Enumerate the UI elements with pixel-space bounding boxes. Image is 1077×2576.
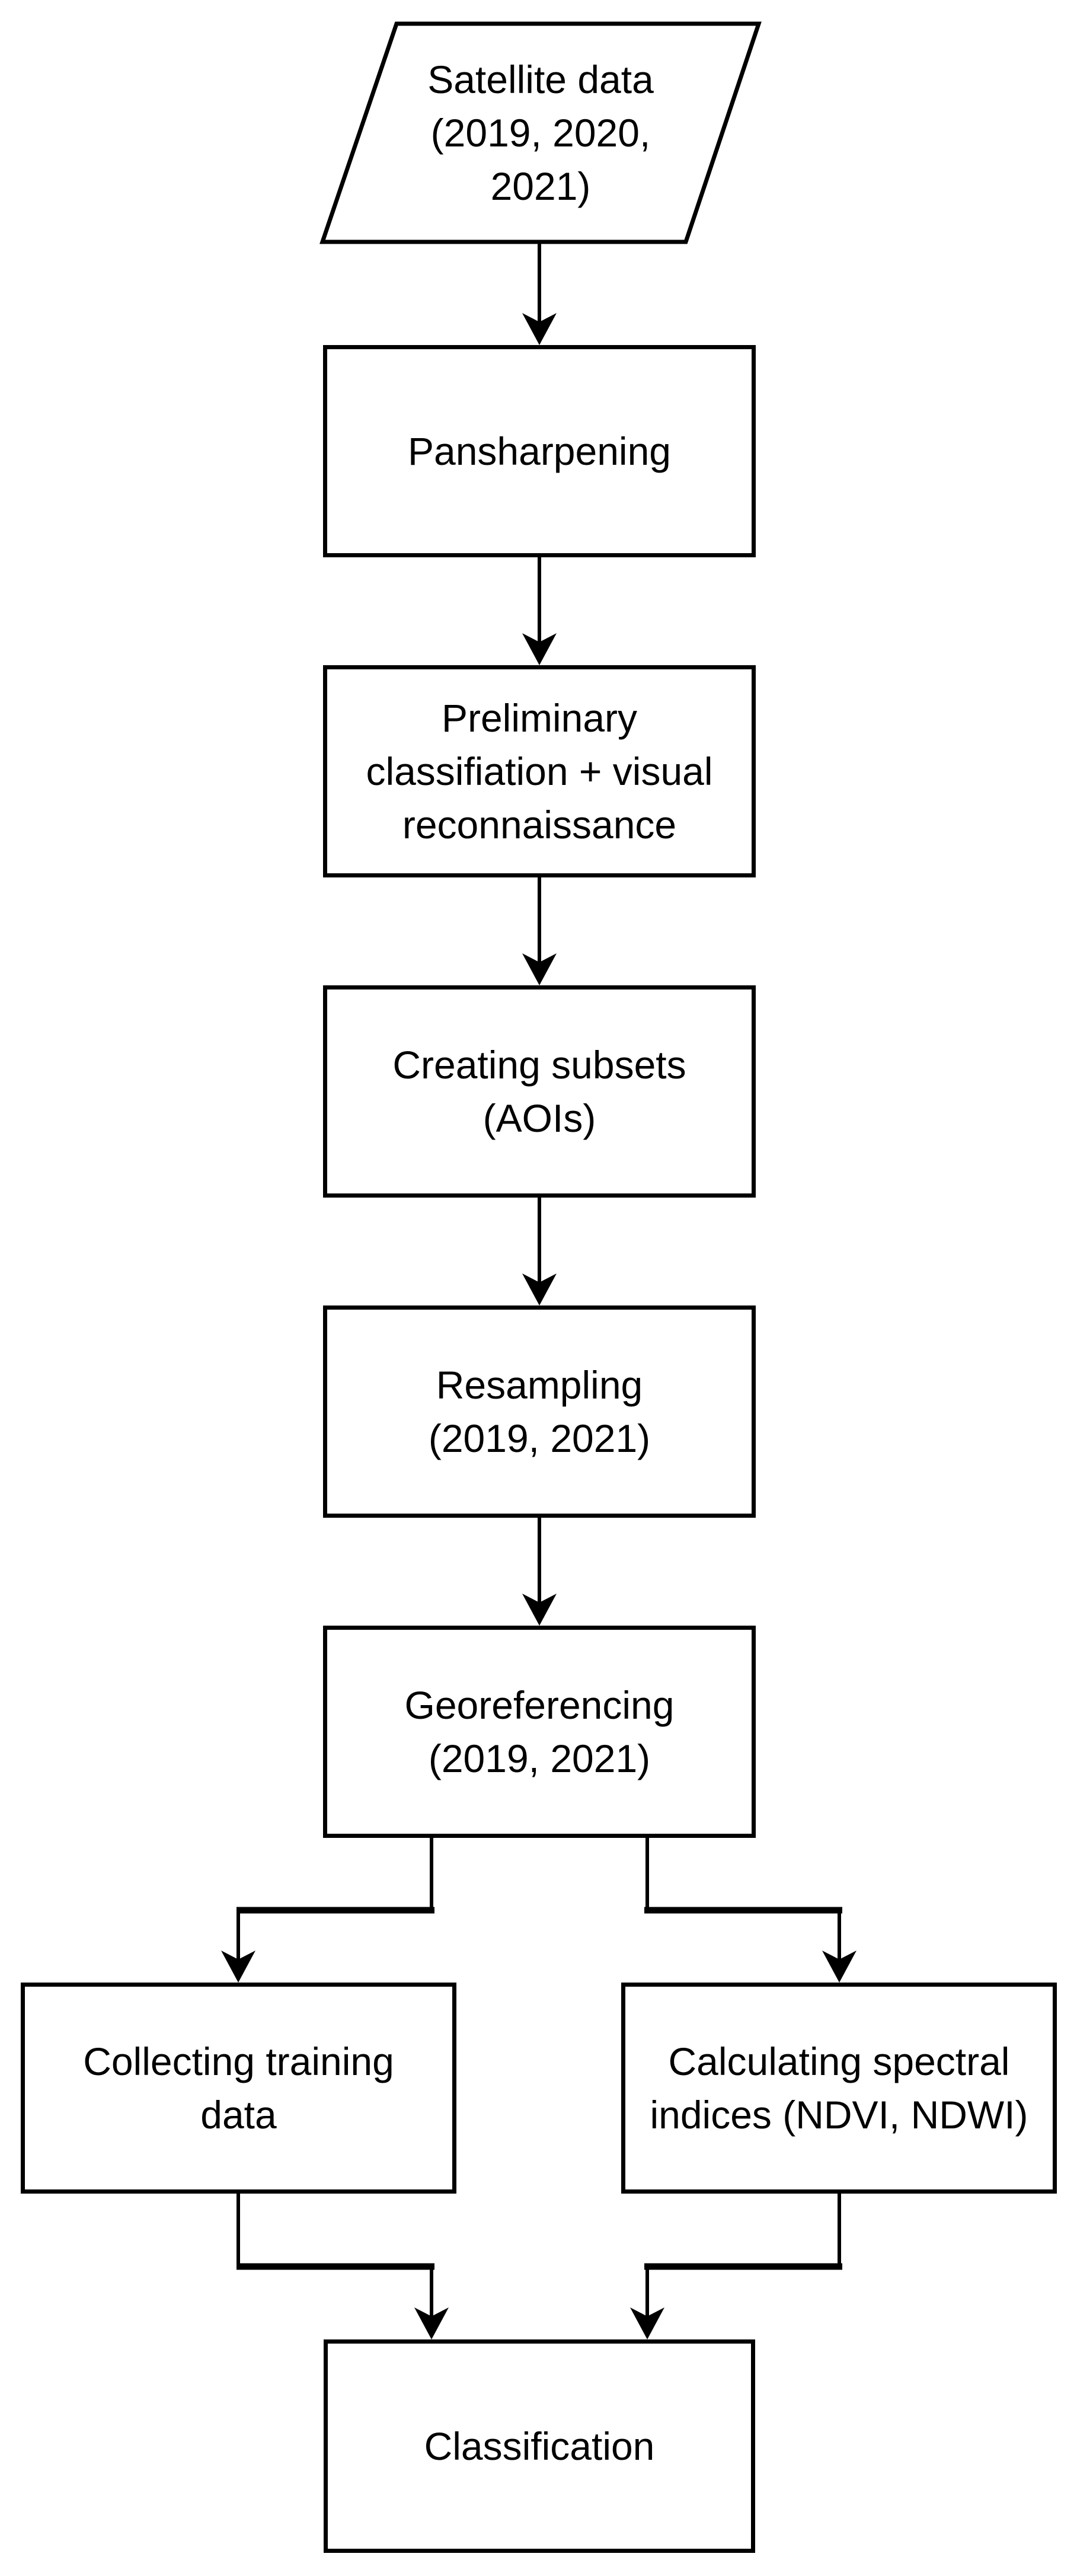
satellite-data-parallelogram	[319, 21, 762, 244]
arrowhead-collecting-to-classification	[414, 2307, 449, 2339]
arrowhead-georeferencing-to-collecting	[221, 1951, 255, 1983]
arrowhead-pansharpening-to-preliminary	[522, 633, 557, 665]
arrowhead-georeferencing-to-calculating	[822, 1951, 857, 1983]
node-pansharpening: Pansharpening	[323, 345, 756, 557]
node-creating-subsets: Creating subsets (AOIs)	[323, 985, 756, 1198]
arrowhead-resampling-to-georeferencing	[522, 1594, 557, 1626]
arrowhead-calculating-to-classification	[630, 2307, 664, 2339]
node-collecting-training-data: Collecting training data	[21, 1983, 456, 2194]
arrowhead-preliminary-to-creating	[522, 953, 557, 985]
node-satellite-data-label: Satellite data (2019, 2020, 2021)	[427, 58, 654, 208]
arrowhead-satellite-to-pansharpening	[522, 313, 557, 345]
node-calculating-spectral-indices: Calculating spectral indices (NDVI, NDWI…	[621, 1983, 1057, 2194]
node-georeferencing: Georeferencing (2019, 2021)	[323, 1626, 756, 1838]
node-classification: Classification	[324, 2339, 755, 2553]
arrowhead-creating-to-resampling	[522, 1273, 557, 1305]
node-resampling: Resampling (2019, 2021)	[323, 1305, 756, 1518]
node-preliminary-classification: Preliminary classifiation + visual recon…	[323, 665, 756, 877]
